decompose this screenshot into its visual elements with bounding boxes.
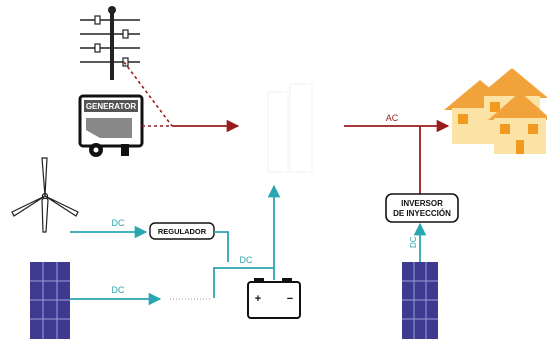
inverter-label-line1: INVERSOR [401, 199, 443, 208]
regulator-dc-line [214, 231, 229, 262]
utility-pole-icon [80, 6, 140, 80]
inverter-icon [385, 193, 459, 223]
regulator-icon [149, 222, 215, 240]
wind-turbine-icon [11, 157, 79, 233]
regulator-label: REGULADOR [158, 227, 207, 236]
pole-connection-line [123, 61, 173, 127]
battery-dc-bus [213, 267, 274, 298]
houses-icon [444, 68, 547, 154]
controller-block [267, 83, 313, 173]
inverter-label-line2: DE INYECCIÓN [393, 209, 451, 218]
battery-dc-label: DC [240, 255, 253, 265]
wind-dc-label: DC [112, 218, 125, 228]
battery-plus-label: + [255, 293, 261, 305]
solar-panel-icon-right [402, 262, 438, 339]
battery-minus-label: − [287, 293, 293, 305]
battery-icon [247, 278, 301, 319]
injection-dc-label: DC [409, 236, 418, 248]
solar-dc-label: DC [112, 285, 125, 295]
ac-label: AC [386, 113, 399, 123]
generator-label: GENERATOR [86, 102, 137, 111]
solar-panel-icon-left [30, 262, 70, 339]
generator-icon [78, 94, 144, 157]
